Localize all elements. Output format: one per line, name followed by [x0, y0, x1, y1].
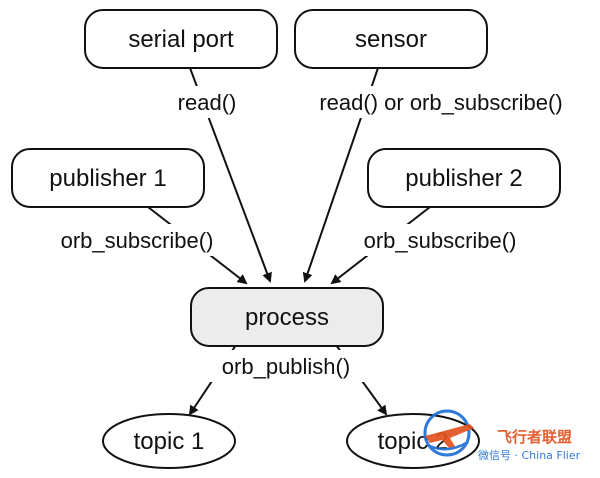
node-process-label: process — [245, 304, 329, 331]
node-topic-2: topic 2 — [346, 413, 480, 469]
node-sensor: sensor — [294, 9, 488, 69]
node-serial-port: serial port — [84, 9, 278, 69]
node-publisher-2: publisher 2 — [367, 148, 561, 208]
node-publisher-1-label: publisher 1 — [49, 165, 166, 192]
airplane-logo-icon — [423, 409, 474, 457]
edge-label-serial-read: read() — [178, 90, 237, 115]
node-serial-port-label: serial port — [128, 26, 234, 53]
watermark-subtitle: 微信号 · China Flier — [478, 448, 581, 462]
node-publisher-1: publisher 1 — [11, 148, 205, 208]
node-topic-1: topic 1 — [102, 413, 236, 469]
edge-label-publisher2-subscribe: orb_subscribe() — [364, 228, 517, 253]
node-topic-1-label: topic 1 — [134, 428, 205, 455]
node-sensor-label: sensor — [355, 26, 427, 53]
node-publisher-2-label: publisher 2 — [405, 165, 522, 192]
edge-label-process-publish: orb_publish() — [222, 354, 350, 379]
node-topic-2-label: topic 2 — [378, 428, 449, 455]
watermark: 飞行者联盟 微信号 · China Flier — [423, 409, 581, 462]
edge-label-publisher1-subscribe: orb_subscribe() — [61, 228, 214, 253]
edge-label-sensor-read: read() or orb_subscribe() — [319, 90, 562, 115]
node-process: process — [190, 287, 384, 347]
watermark-title: 飞行者联盟 — [497, 428, 572, 446]
